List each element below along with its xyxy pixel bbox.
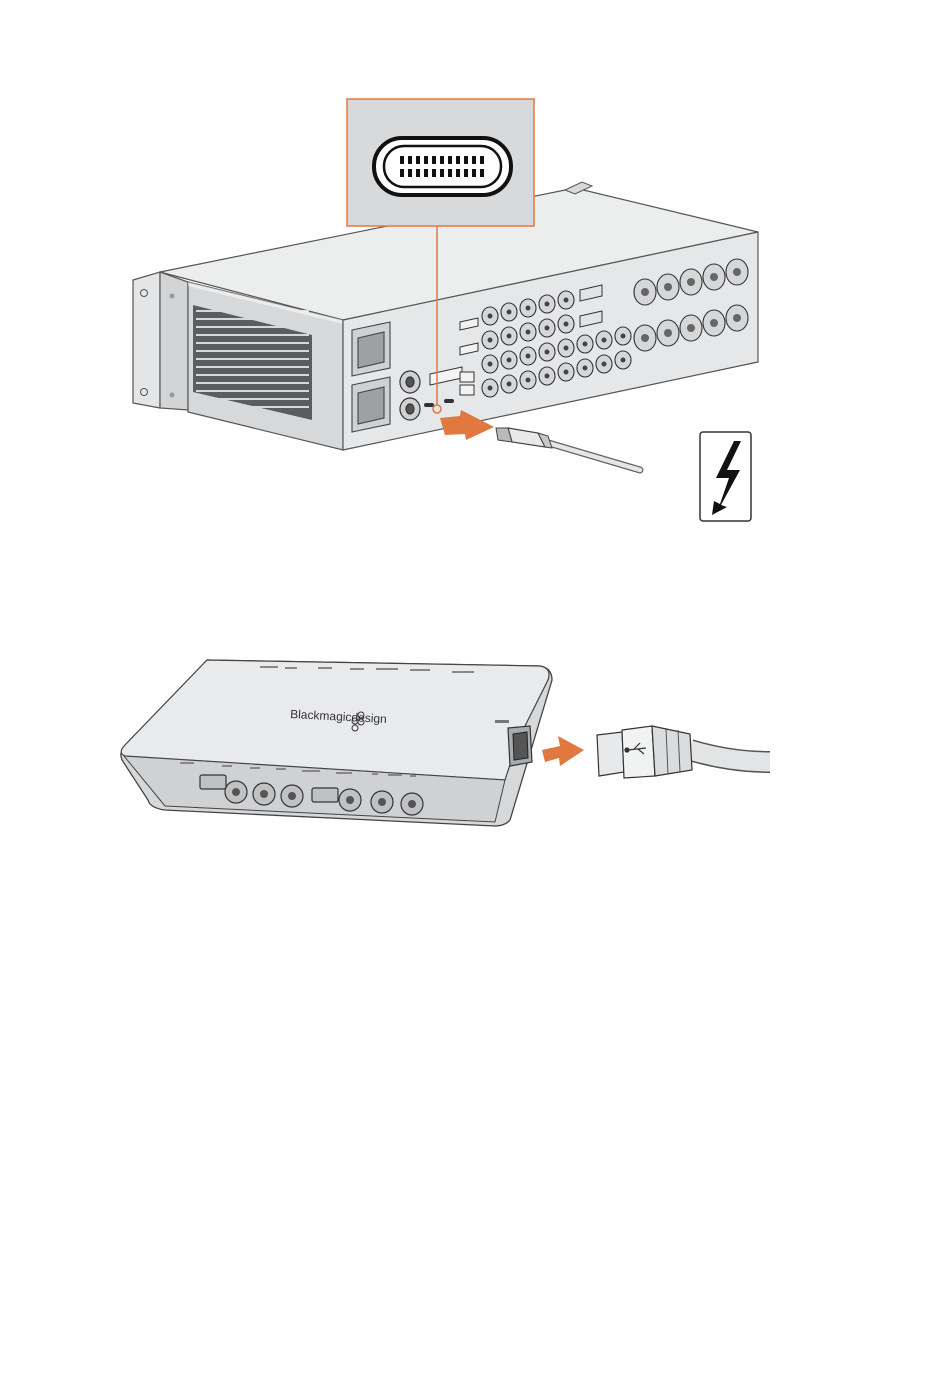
capture-device: Blackmagicdesign xyxy=(121,660,552,826)
thunderbolt-illustration xyxy=(0,0,950,560)
insert-arrow xyxy=(542,736,584,766)
rack-ear-left xyxy=(133,272,188,410)
thunderbolt-cable xyxy=(496,428,640,470)
usb-cable xyxy=(597,726,770,778)
usb-illustration: Blackmagicdesign xyxy=(0,600,950,860)
thunderbolt-icon xyxy=(700,432,751,521)
usb-connection-figure: Blackmagicdesign xyxy=(0,600,950,860)
thunderbolt-connection-figure xyxy=(0,0,950,560)
